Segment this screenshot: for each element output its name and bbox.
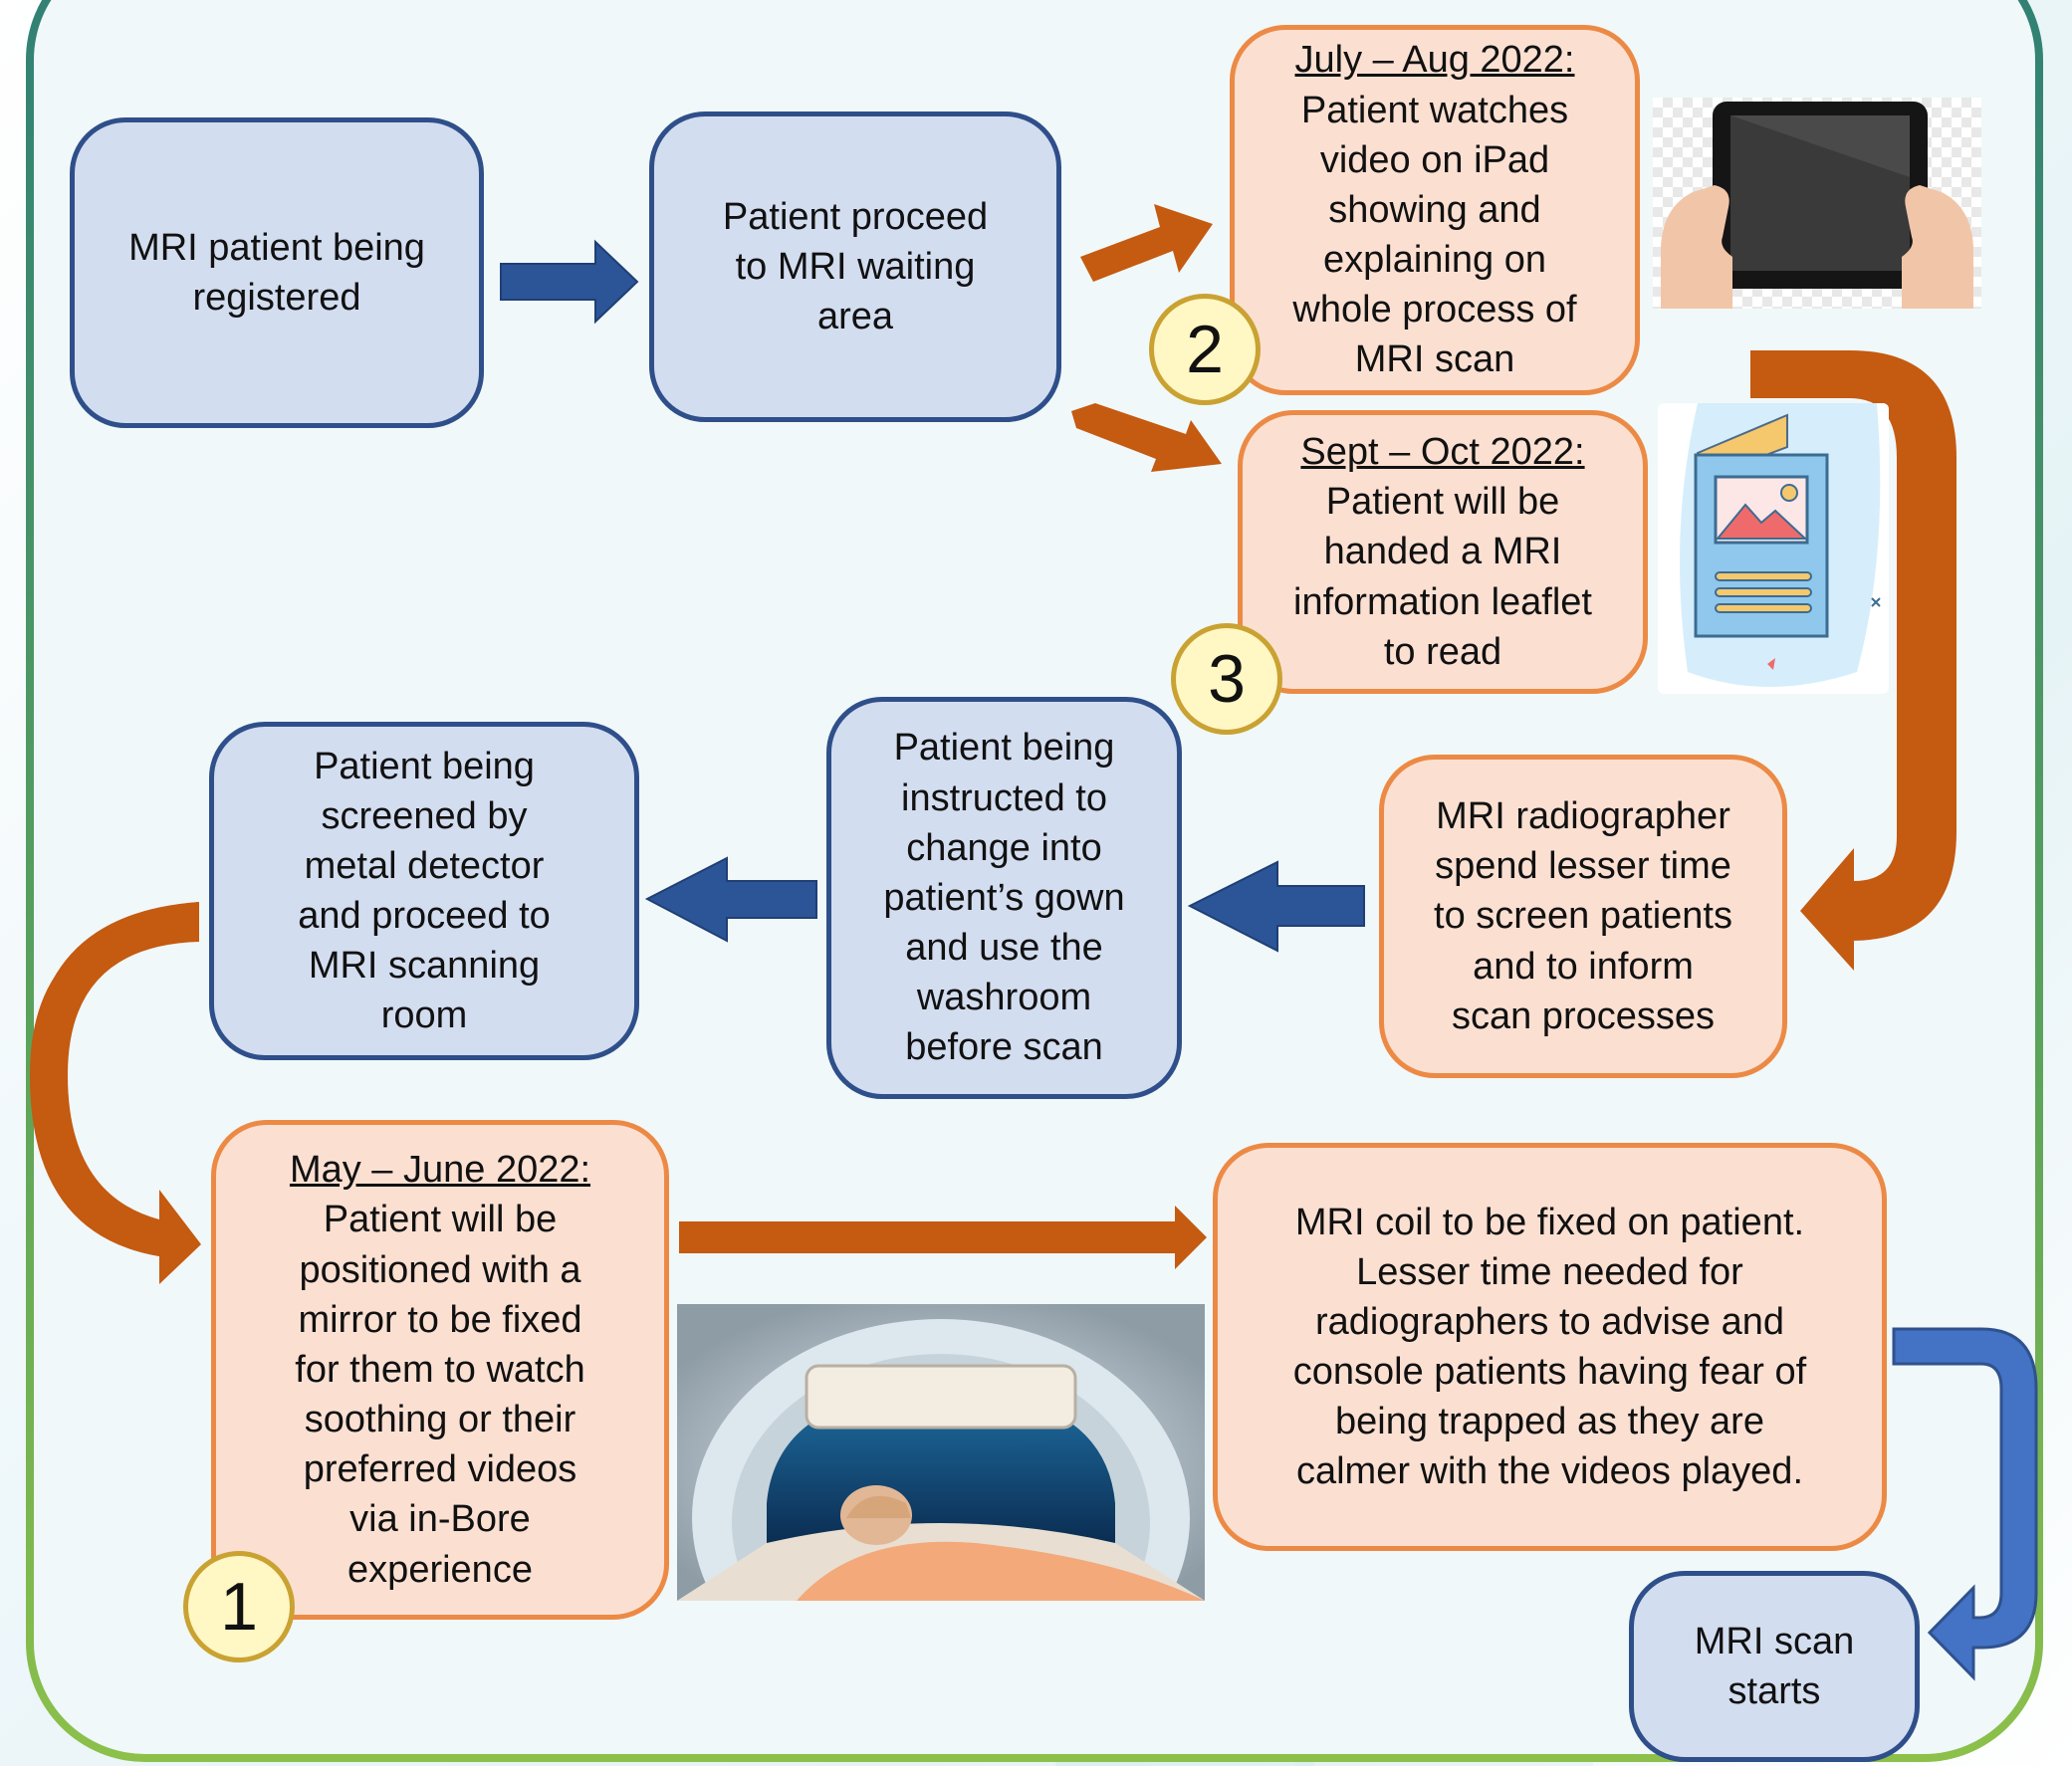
step-leaflet-body: Patient will be handed a MRI information…	[1293, 481, 1592, 673]
step-radiographer-text: MRI radiographer spend lesser time to sc…	[1434, 795, 1732, 1037]
step-coil: MRI coil to be fixed on patient. Lesser …	[1213, 1143, 1887, 1551]
arrow-mirror-to-coil	[679, 1206, 1207, 1269]
step-metal-detector: Patient being screened by metal detector…	[209, 722, 639, 1060]
badge-three: 3	[1171, 623, 1282, 735]
arrow-waiting-to-leaflet	[1071, 403, 1222, 472]
arrow-waiting-to-ipad	[1080, 204, 1213, 282]
step-leaflet: Sept – Oct 2022: Patient will be handed …	[1238, 410, 1648, 694]
leaflet-graphic	[1658, 403, 1889, 694]
step-change-gown-text: Patient being instructed to change into …	[883, 727, 1125, 1069]
tablet-held-in-hands-icon	[1653, 98, 1981, 309]
badge-three-number: 3	[1208, 641, 1246, 717]
badge-one-number: 1	[220, 1569, 258, 1645]
step-registered: MRI patient being registered	[70, 117, 484, 428]
arrow-registered-to-waiting	[500, 239, 639, 325]
badge-one: 1	[183, 1551, 295, 1662]
step-scan-starts: MRI scan starts	[1629, 1571, 1920, 1762]
arrow-metal-to-mirror-body	[32, 902, 199, 1256]
badge-two-number: 2	[1186, 312, 1224, 387]
step-ipad-body: Patient watches video on iPad showing an…	[1292, 89, 1577, 381]
step-scan-starts-text: MRI scan starts	[1694, 1620, 1855, 1712]
step-waiting-area-text: Patient proceed to MRI waiting area	[722, 195, 989, 338]
arrow-ipad-to-radiographer	[1750, 350, 1957, 971]
step-waiting-area: Patient proceed to MRI waiting area	[649, 111, 1061, 422]
step-radiographer: MRI radiographer spend lesser time to sc…	[1379, 755, 1787, 1078]
mri-bore-graphic	[677, 1304, 1205, 1601]
arrow-gown-to-metal	[644, 856, 817, 943]
patient-in-mri-bore-with-underwater-video-photo	[677, 1304, 1205, 1601]
step-leaflet-heading: Sept – Oct 2022:	[1300, 431, 1585, 474]
step-metal-detector-text: Patient being screened by metal detector…	[298, 745, 551, 1037]
step-ipad-heading: July – Aug 2022:	[1294, 39, 1575, 82]
step-mirror: May – June 2022: Patient will be positio…	[211, 1120, 669, 1620]
badge-two: 2	[1149, 294, 1261, 405]
step-ipad-video: July – Aug 2022: Patient watches video o…	[1230, 25, 1640, 395]
arrow-radiographer-to-gown	[1187, 860, 1365, 953]
step-change-gown: Patient being instructed to change into …	[826, 697, 1182, 1099]
step-coil-text: MRI coil to be fixed on patient. Lesser …	[1292, 1201, 1807, 1493]
information-leaflet-icon	[1658, 403, 1889, 694]
step-mirror-heading: May – June 2022:	[289, 1149, 591, 1192]
step-registered-text: MRI patient being registered	[128, 226, 425, 319]
tablet-graphic	[1661, 102, 1973, 309]
step-mirror-body: Patient will be positioned with a mirror…	[295, 1199, 585, 1591]
arrow-coil-to-scan	[1892, 1327, 2038, 1681]
